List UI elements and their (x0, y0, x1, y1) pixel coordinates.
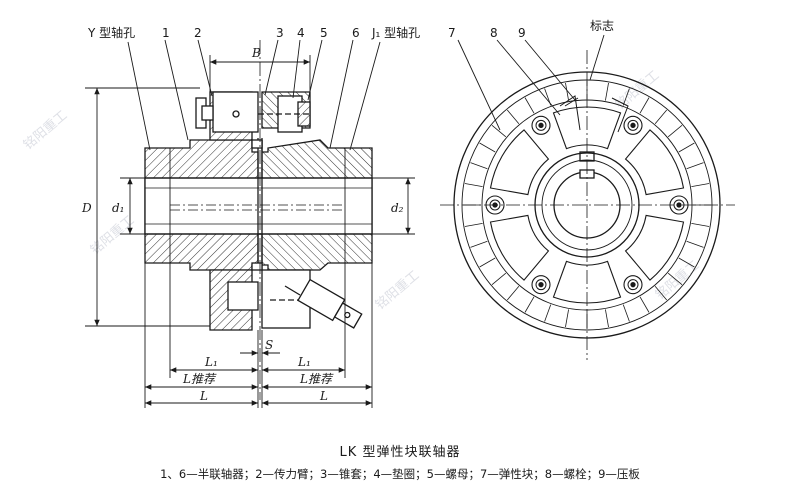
tooth-line (654, 285, 668, 301)
label-dim-Lrec-left: L推荐 (182, 372, 217, 386)
label-n3: 3 (276, 26, 284, 40)
tooth-line (691, 223, 710, 227)
tooth-line (470, 240, 488, 248)
bolt-inner (627, 279, 639, 291)
tooth-line (524, 296, 535, 313)
tooth-line (506, 285, 520, 301)
bolt-center (630, 282, 636, 288)
tooth-line (622, 88, 630, 106)
press-plates (559, 95, 629, 133)
tooth-line (678, 257, 695, 268)
label-dim-D: D (81, 201, 92, 215)
label-dim-d2: d₂ (391, 201, 404, 215)
tooth-line (605, 309, 609, 328)
label-dim-L-right: L (319, 389, 328, 403)
label-n2: 2 (194, 26, 202, 40)
tooth-line (464, 223, 483, 227)
tooth-line (565, 309, 569, 328)
label-dim-d1: d₁ (112, 201, 125, 215)
dimensions (85, 39, 415, 408)
tooth-line (479, 142, 496, 153)
top-arm (212, 91, 259, 133)
tooth-line (605, 82, 609, 101)
bolt-center (538, 122, 544, 128)
label-y-hole: Y 型轴孔 (87, 25, 135, 40)
tooth-line (686, 240, 704, 248)
label-n6: 6 (352, 26, 360, 40)
end-view (440, 34, 735, 360)
label-dim-L1-right: L₁ (297, 355, 311, 369)
tooth-line (470, 162, 488, 170)
tooth-line (479, 257, 496, 268)
label-n4: 4 (297, 26, 305, 40)
tooth-line (524, 97, 535, 114)
tooth-line (491, 124, 507, 138)
tooth-line (639, 296, 650, 313)
bolt-center (538, 282, 544, 288)
tooth-line (565, 82, 569, 101)
label-n9: 9 (518, 26, 526, 40)
watermark-5: 铭阳重工 (20, 107, 70, 153)
tooth-line (544, 304, 552, 322)
tooth-line (639, 97, 650, 114)
bolt-inner (627, 119, 639, 131)
tooth-line (506, 109, 520, 125)
tooth-line (667, 124, 683, 138)
bolt-inner (535, 119, 547, 131)
figure-title: LK 型弹性块联轴器 (339, 445, 461, 460)
tooth-line (678, 142, 695, 153)
end-view-labels: 7 8 9 标志 (448, 19, 614, 40)
bottom-bolt (297, 278, 363, 329)
label-n1: 1 (162, 26, 170, 40)
label-dim-S: S (265, 338, 273, 352)
tooth-line (691, 183, 710, 187)
watermark-2: 铭阳重工 (372, 267, 422, 313)
label-j1-hole: J₁ 型轴孔 (371, 25, 420, 40)
tooth-line (654, 109, 668, 125)
tooth-line (491, 272, 507, 286)
tooth-line (686, 162, 704, 170)
label-dim-L1-left: L₁ (204, 355, 218, 369)
elastic-block (489, 214, 550, 281)
bolt-inner (535, 279, 547, 291)
tooth-line (622, 304, 630, 322)
label-dim-B: B (251, 46, 261, 60)
label-dim-Lrec-right: L推荐 (299, 372, 334, 386)
label-n7: 7 (448, 26, 456, 40)
figure-caption: 1、6—半联轴器；2—传力臂；3—锥套；4—垫圈；5—螺母；7—弹性块；8—螺栓… (160, 467, 640, 481)
elastic-block (624, 129, 685, 196)
bolt-center (630, 122, 636, 128)
label-n8: 8 (490, 26, 498, 40)
elastic-blocks (489, 106, 685, 304)
label-mark: 标志 (590, 19, 614, 33)
section-labels: Y 型轴孔 1 2 3 4 5 6 J₁ 型轴孔 B D d₁ d₂ S L₁ … (81, 25, 420, 403)
tooth-line (667, 272, 683, 286)
elastic-block (489, 129, 550, 196)
elastic-block (624, 214, 685, 281)
label-dim-L-left: L (199, 389, 208, 403)
tooth-line (464, 183, 483, 187)
label-n5: 5 (320, 26, 328, 40)
section-view (144, 40, 373, 400)
